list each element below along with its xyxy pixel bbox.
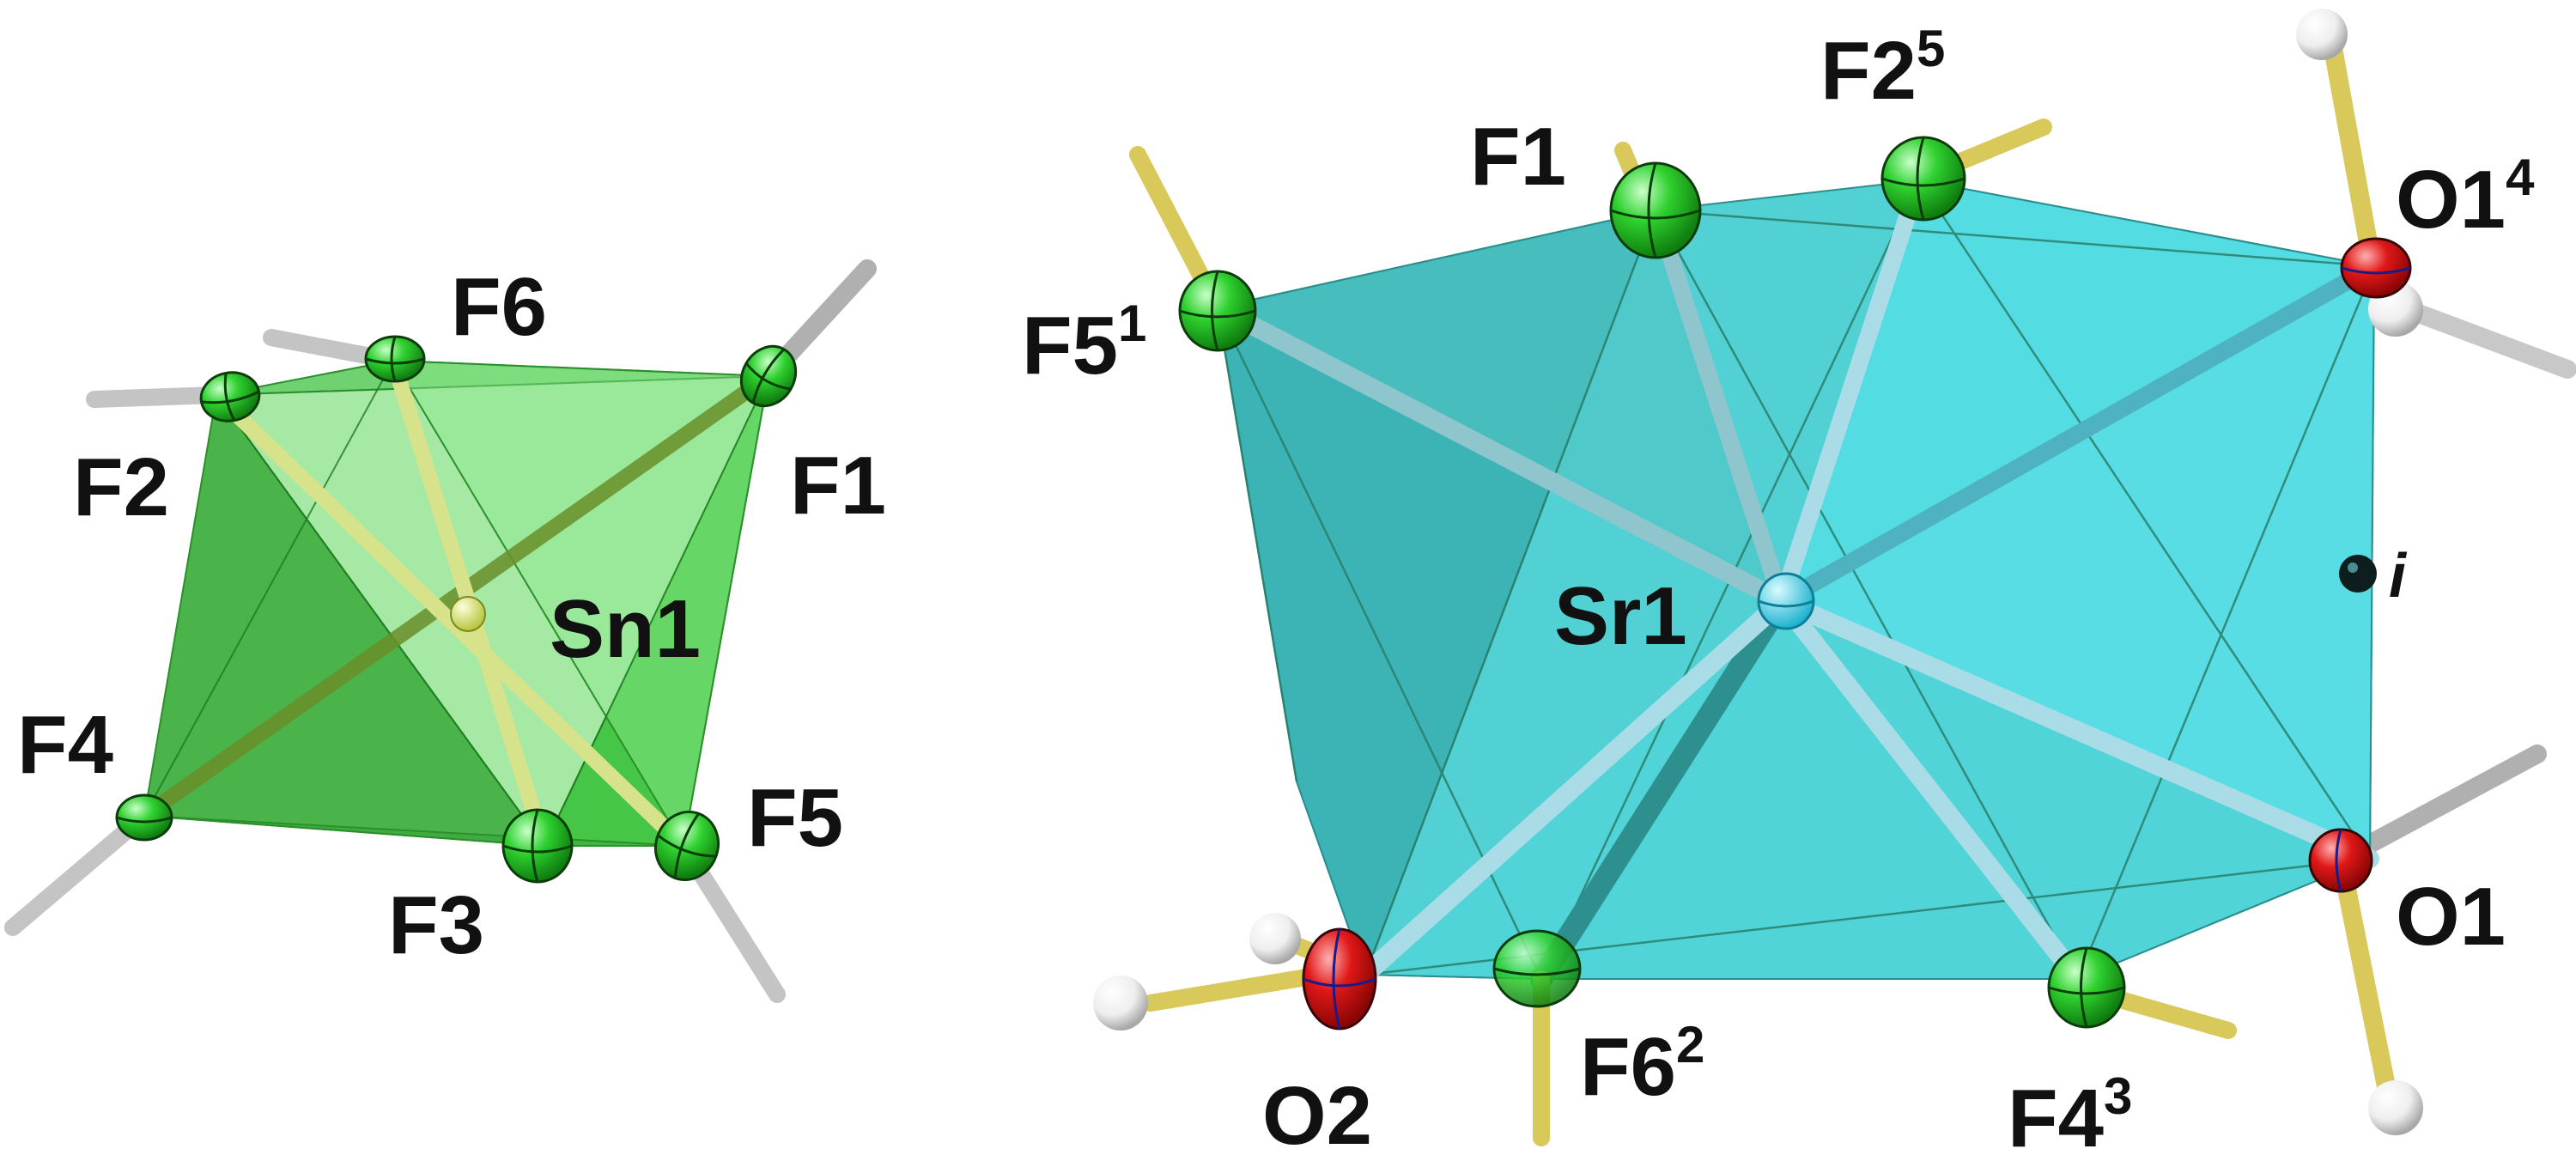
sn-labels: Sn1 F6 F2 F1 F4 F5 F3: [17, 261, 886, 971]
sr-f5-atom: [1178, 270, 1257, 352]
label-sn-f3: F3: [388, 879, 484, 971]
sn-fluorine-atoms: [115, 335, 798, 884]
h-atom-o2-b: [1249, 913, 1301, 964]
label-sr-f5-sym1: F51: [1022, 295, 1146, 392]
sn-f6-atom: [364, 335, 426, 383]
label-inversion-center: i: [2389, 542, 2408, 611]
sr-ligand-bonds: [1208, 172, 2383, 990]
sr-o2-atom: [1302, 927, 1377, 1030]
inversion-center-marker: [2339, 555, 2377, 593]
sr-o1-top-atom: [2340, 237, 2412, 299]
sn-f4-atom: [115, 793, 173, 842]
label-sn-f6: F6: [451, 261, 547, 353]
label-sr-o1: O1: [2396, 871, 2506, 963]
label-sn-f5: F5: [747, 772, 843, 864]
sr-o1-bottom-atom: [2308, 828, 2373, 893]
sr-f4-atom: [2047, 946, 2126, 1029]
label-sr-f4-sym3: F43: [2008, 1067, 2132, 1155]
label-sr-f1: F1: [1470, 111, 1566, 203]
h-atom-o2-a: [1093, 976, 1148, 1030]
sn-f3-atom: [501, 808, 574, 884]
label-sr-o1-sym4: O14: [2396, 149, 2535, 246]
sn1-octahedron-panel: Sn1 F6 F2 F1 F4 F5 F3: [4, 259, 886, 1003]
sr-oxygen-atoms: [1302, 237, 2412, 1030]
label-sn-f1: F1: [790, 440, 886, 532]
sr-labels: Sr1 F1 F25 F51 O14 O1 O2 F62 F43 i: [1022, 20, 2535, 1155]
label-sr-o2: O2: [1262, 1070, 1372, 1155]
sr-fluorine-atoms: [1178, 136, 2126, 1029]
label-sn1: Sn1: [550, 583, 701, 675]
label-sr-f6-sym2: F62: [1580, 1016, 1704, 1113]
sr-f2-atom: [1880, 136, 1966, 222]
h-atom-o1-top-a: [2296, 9, 2348, 60]
label-sn-f4: F4: [17, 699, 113, 791]
sr-f1-atom: [1609, 161, 1702, 259]
sn-f2-atom: [199, 371, 261, 422]
sn-f1-atom: [739, 344, 798, 408]
sr1-polyhedron-panel: Sr1 F1 F25 F51 O14 O1 O2 F62 F43 i: [1022, 9, 2576, 1155]
label-sr1: Sr1: [1554, 570, 1687, 662]
label-sn-f2: F2: [73, 441, 169, 533]
sn1-atom: [450, 596, 486, 632]
label-sr-f2-sym5: F25: [1820, 20, 1945, 117]
sn-polyhedron-faces: [143, 360, 769, 847]
sr-f6-atom: [1492, 929, 1582, 1008]
h-atom-o1-bottom: [2368, 1080, 2423, 1135]
sn-f5-atom: [654, 810, 720, 882]
sr1-atom: [1757, 572, 1815, 630]
